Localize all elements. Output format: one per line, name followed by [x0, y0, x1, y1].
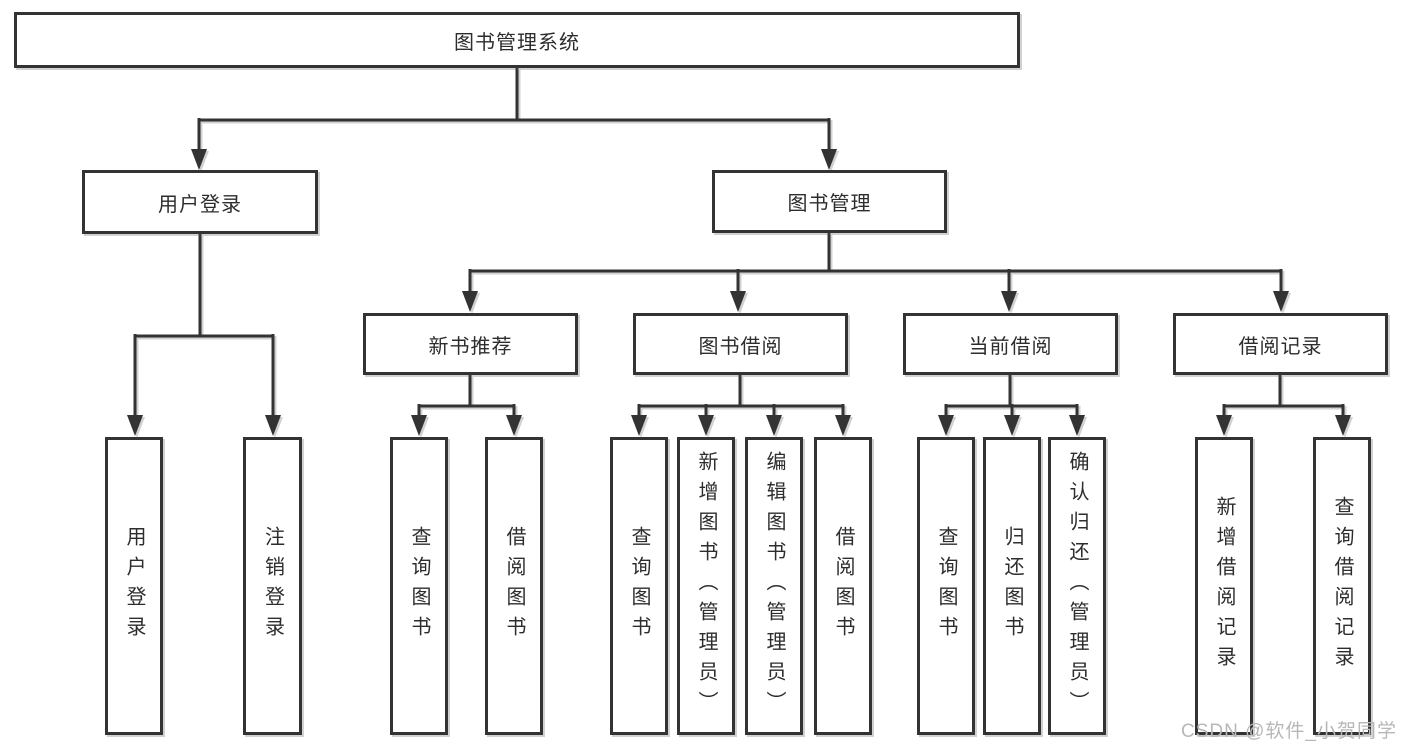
- leaf-query-books-borrowing: 查询图书: [610, 437, 668, 735]
- leaf-logout-login: 注销登录: [243, 437, 302, 735]
- leaf-logout-login-label: 注销登录: [261, 526, 284, 646]
- arrow-down-icon: [1273, 291, 1289, 312]
- node-user-login: 用户登录: [82, 170, 318, 234]
- node-current-borrowing-label: 当前借阅: [968, 335, 1053, 358]
- arrow-down-icon: [1069, 415, 1085, 436]
- node-library-system-label: 图书管理系统: [454, 31, 580, 54]
- leaf-confirm-return-admin-label: 确认归还（管理员）: [1066, 451, 1088, 721]
- node-book-management-label: 图书管理: [787, 193, 872, 215]
- arrow-down-icon: [506, 415, 522, 436]
- arrowheads-current-borrow: [938, 415, 1085, 436]
- arrowheads-book-borrow: [631, 415, 851, 436]
- leaf-query-books-borrowing-label: 查询图书: [628, 526, 650, 646]
- node-book-borrowing-label: 图书借阅: [698, 335, 783, 358]
- node-library-system: 图书管理系统: [14, 12, 1020, 68]
- node-borrowing-records-label: 借阅记录: [1238, 335, 1323, 358]
- leaf-add-books-admin-label: 新增图书（管理员）: [695, 451, 717, 721]
- arrow-down-icon: [835, 415, 851, 436]
- connector-book-mgmt-split: [468, 233, 1283, 297]
- arrow-down-icon: [766, 415, 782, 436]
- arrow-down-icon: [265, 415, 281, 436]
- leaf-user-login: 用户登录: [105, 437, 163, 735]
- connector-user-login-split: [133, 234, 275, 422]
- arrow-down-icon: [1335, 415, 1351, 436]
- arrow-down-icon: [938, 415, 954, 436]
- connector-current-borrow-split: [944, 375, 1079, 422]
- arrow-down-icon: [631, 415, 647, 436]
- arrowheads-new-rec: [411, 415, 522, 436]
- leaf-return-books: 归还图书: [983, 437, 1041, 735]
- leaf-query-books-current-label: 查询图书: [935, 526, 957, 646]
- arrow-down-icon: [411, 415, 427, 436]
- arrow-down-icon: [462, 291, 478, 312]
- arrow-down-icon: [1004, 415, 1020, 436]
- leaf-add-borrow-record-label: 新增借阅记录: [1213, 496, 1235, 676]
- leaf-query-books-recommend-label: 查询图书: [408, 526, 430, 646]
- arrowheads-level3: [462, 291, 1289, 312]
- node-book-borrowing: 图书借阅: [633, 313, 848, 375]
- leaf-query-books-current: 查询图书: [917, 437, 975, 735]
- leaf-return-books-label: 归还图书: [1001, 526, 1023, 646]
- arrowheads-level2: [191, 149, 837, 170]
- arrow-down-icon: [1001, 291, 1017, 312]
- leaf-query-borrow-record-label: 查询借阅记录: [1331, 496, 1353, 676]
- leaf-confirm-return-admin: 确认归还（管理员）: [1048, 437, 1106, 735]
- arrow-down-icon: [127, 415, 143, 436]
- leaf-query-books-recommend: 查询图书: [390, 437, 448, 735]
- leaf-edit-books-admin-label: 编辑图书（管理员）: [763, 451, 785, 721]
- leaf-borrow-books-borrowing: 借阅图书: [814, 437, 872, 735]
- leaf-user-login-label: 用户登录: [123, 526, 145, 646]
- leaf-borrow-books-recommend: 借阅图书: [485, 437, 543, 735]
- node-new-book-recommend: 新书推荐: [363, 313, 578, 375]
- connector-root-split: [197, 68, 831, 156]
- arrow-down-icon: [730, 291, 746, 312]
- node-borrowing-records: 借阅记录: [1173, 313, 1388, 375]
- node-book-management: 图书管理: [712, 170, 947, 233]
- connector-records-split: [1222, 375, 1345, 422]
- node-new-book-recommend-label: 新书推荐: [428, 335, 513, 358]
- csdn-watermark: CSDN @软件_小贺同学: [1181, 721, 1397, 742]
- node-user-login-label: 用户登录: [158, 193, 242, 216]
- connector-new-rec-split: [417, 375, 516, 422]
- node-current-borrowing: 当前借阅: [903, 313, 1118, 375]
- connector-book-borrow-split: [637, 375, 845, 422]
- arrow-down-icon: [698, 415, 714, 436]
- arrowheads-records: [1216, 415, 1351, 436]
- arrow-down-icon: [821, 149, 837, 170]
- arrow-down-icon: [191, 149, 207, 170]
- leaf-borrow-books-borrowing-label: 借阅图书: [832, 526, 854, 646]
- leaf-borrow-books-recommend-label: 借阅图书: [503, 526, 525, 646]
- arrowheads-user-login: [127, 415, 281, 436]
- leaf-add-books-admin: 新增图书（管理员）: [677, 437, 735, 735]
- arrow-down-icon: [1216, 415, 1232, 436]
- leaf-add-borrow-record: 新增借阅记录: [1195, 437, 1253, 735]
- leaf-edit-books-admin: 编辑图书（管理员）: [745, 437, 803, 735]
- leaf-query-borrow-record: 查询借阅记录: [1313, 437, 1371, 735]
